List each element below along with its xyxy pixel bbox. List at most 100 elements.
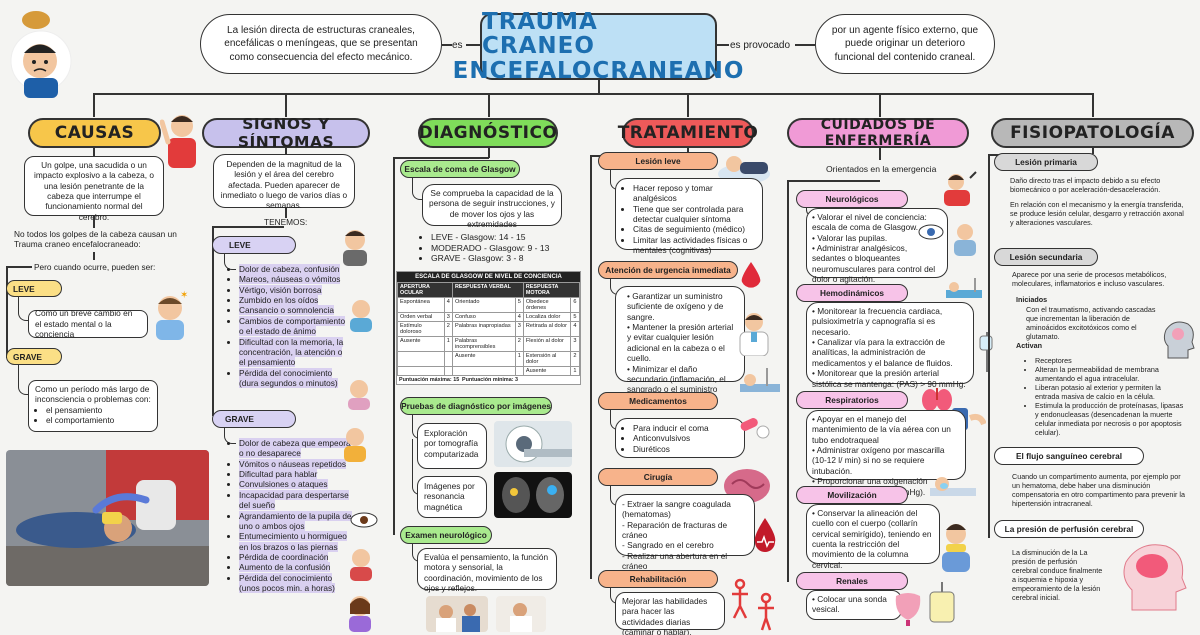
numb-person-icon	[350, 549, 372, 581]
signos-grave-item: Vómitos o náuseas repetidos	[239, 458, 347, 469]
renales-box: • Colocar una sonda vesical.	[806, 590, 902, 620]
activan-list: Receptores Alteran la permeabilidad de m…	[1024, 356, 1186, 437]
rehab-box: Mejorar las habilidades para hacer las a…	[615, 592, 725, 635]
signos-grave-list: Dolor de cabeza que empeora o no desapar…	[228, 438, 352, 594]
urgencia-tag: Atención de urgencia inmediata	[598, 261, 738, 279]
glasgow-table-min: Puntuación mínima: 3	[461, 377, 518, 383]
medicamento-item: Diuréticos	[633, 444, 738, 454]
sleepy-person-icon	[348, 380, 370, 410]
causas-grave-item: el comportamiento	[46, 415, 151, 425]
eye-icon	[350, 512, 378, 528]
fisiopatologia-heading: FISIOPATOLOGÍA	[991, 118, 1194, 148]
trat-leve-box: Hacer reposo y tomar analgésicos Tiene q…	[615, 178, 763, 255]
activan-label: Activan	[1016, 341, 1042, 350]
glasgow-table-cell: 4	[443, 297, 453, 313]
causas-grave-text: Como un período más largo de inconscienc…	[35, 384, 151, 405]
neuro-care-item-1: • Valorar las pupilas.	[812, 232, 888, 243]
headache-person-icon	[160, 115, 196, 168]
renales-tag: Renales	[796, 572, 908, 590]
signos-leve-item: Mareos, náuseas o vómitos	[239, 274, 341, 285]
glasgow-table-cell: 1	[514, 351, 524, 367]
glasgow-table-cell	[397, 351, 445, 367]
signos-leve-tag: LEVE	[212, 236, 296, 254]
glasgow-level: LEVE - Glasgow: 14 - 15	[431, 232, 560, 243]
glasgow-table-cell: 1	[570, 366, 580, 376]
glasgow-table-cell: Palabras inapropiadas	[451, 321, 516, 337]
glasgow-table-cell: Ausente	[397, 336, 445, 352]
diagnostico-heading: DIAGNÓSTICO	[418, 118, 558, 148]
renal-care-item-0: • Colocar una sonda vesical.	[812, 594, 887, 615]
cirugia-item-2: - Sangrado en el cerebro	[622, 540, 714, 551]
cirugia-item-3: - Realizar una abertura en el cráneo	[622, 550, 728, 572]
activan-item: Estimula la producción de proteínasas, l…	[1035, 401, 1186, 437]
svg-text:✶: ✶	[180, 290, 188, 301]
signos-leve-list: Dolor de cabeza, confusión Mareos, náuse…	[228, 264, 350, 388]
tratamiento-heading: TRATAMIENTO	[618, 118, 758, 148]
causas-note-text: No todos los golpes de la cabeza causan …	[14, 229, 177, 250]
doctor-icon	[739, 313, 769, 356]
medicamento-item: Para inducir el coma	[633, 423, 738, 433]
glasgow-table-cell: 3	[570, 336, 580, 352]
signos-grave-item: Dolor de cabeza que empeora o no desapar…	[239, 438, 351, 459]
signos-grave-item: Aumento de la confusión	[239, 562, 331, 573]
lesion-primaria-text-1: Daño directo tras el impacto debido a su…	[1010, 176, 1161, 194]
glasgow-table-cell: 4	[514, 312, 524, 322]
ct-scanner-photo	[494, 421, 572, 467]
tomografia-text: Exploración por tomografía computarizada	[424, 428, 479, 459]
cirugia-tag: Cirugía	[598, 468, 718, 486]
glasgow-table-cell: 5	[570, 312, 580, 322]
causas-grave-item: el pensamiento	[46, 405, 151, 415]
cirugia-box: - Extraer la sangre coagulada (hematomas…	[615, 494, 755, 571]
signos-leve-item: Zumbido en los oídos	[239, 295, 319, 306]
glasgow-table-cell: 3	[514, 321, 524, 337]
glasgow-table-header: APERTURA OCULAR	[397, 282, 453, 298]
signos-heading: SIGNOS Y SÍNTOMAS	[202, 115, 370, 151]
iniciados-label: Iniciados	[1016, 295, 1048, 304]
glasgow-table-cell: Ausente	[522, 366, 572, 376]
movilizacion-tag: Movilización	[796, 486, 908, 504]
confused-woman-icon	[349, 596, 371, 632]
neurologicos-box: • Valorar el nivel de conciencia: escala…	[806, 208, 948, 284]
neurologicos-tag: Neurológicos	[796, 190, 908, 208]
cuidados-heading: CUIDADOS DE ENFERMERÍA	[787, 117, 969, 149]
medicamentos-tag: Medicamentos	[598, 392, 718, 410]
signos-grave-item: Agrandamiento de la pupila de uno o ambo…	[239, 510, 352, 531]
resonancia-box: Imágenes por resonancia magnética	[417, 476, 487, 518]
tomografia-box: Exploración por tomografía computarizada	[417, 423, 487, 469]
glasgow-tag: Escala de coma de Glasgow	[400, 160, 520, 178]
resp-care-item-0: • Apoyar en el manejo del mantenimiento …	[812, 414, 951, 445]
header-right-definition: por un agente físico externo, que puede …	[815, 14, 995, 74]
headache-man-icon	[10, 11, 72, 98]
header-left-definition: La lesión directa de estructuras craneal…	[200, 14, 442, 74]
signos-intro-box: Dependen de la magnitud de la lesión y e…	[213, 154, 355, 211]
signos-leve-item: Cansancio o somnolencia	[239, 305, 335, 316]
medicamento-item: Anticonvulsivos	[633, 433, 738, 443]
neuro-care-item-2: • Administrar analgésicos, sedantes o bl…	[812, 243, 936, 285]
signos-grave-item: Entumecimiento u hormigueo en los brazos…	[239, 531, 347, 552]
eye-icon	[918, 224, 944, 240]
causas-when-text: Pero cuando ocurre, pueden ser:	[34, 262, 156, 272]
neuro-exam-photo-2	[496, 596, 546, 632]
glasgow-level: GRAVE - Glasgow: 3 - 8	[431, 253, 560, 264]
causas-leve-box: Como un breve cambio en el estado mental…	[28, 308, 148, 339]
main-title: TRAUMA CRANEO ENCEFALOCRANEANO	[453, 10, 744, 83]
patient-bed-icon	[740, 368, 780, 392]
movilizacion-box: • Conservar la alineación del cuello con…	[806, 504, 940, 570]
cirugia-item-0: - Extraer la sangre coagulada (hematomas…	[622, 499, 731, 520]
neurologico-tag: Examen neurológico	[400, 526, 492, 544]
hemo-care-item-1: • Canalizar vía para la extracción de an…	[812, 337, 953, 368]
glasgow-table-cell: Extensión al dolor	[522, 351, 572, 367]
glasgow-table-cell: 2	[514, 336, 524, 352]
glasgow-table-cell: Confuso	[451, 312, 516, 322]
neuro-text: Evalúa el pensamiento, la función motora…	[424, 552, 549, 594]
signos-intro-text: Dependen de la magnitud de la lesión y e…	[220, 159, 348, 211]
glasgow-table-cell: Orientado	[451, 297, 516, 313]
glasgow-table-cell	[451, 366, 516, 376]
brain-head-icon	[1123, 544, 1187, 611]
glasgow-table-cell: 4	[570, 321, 580, 337]
